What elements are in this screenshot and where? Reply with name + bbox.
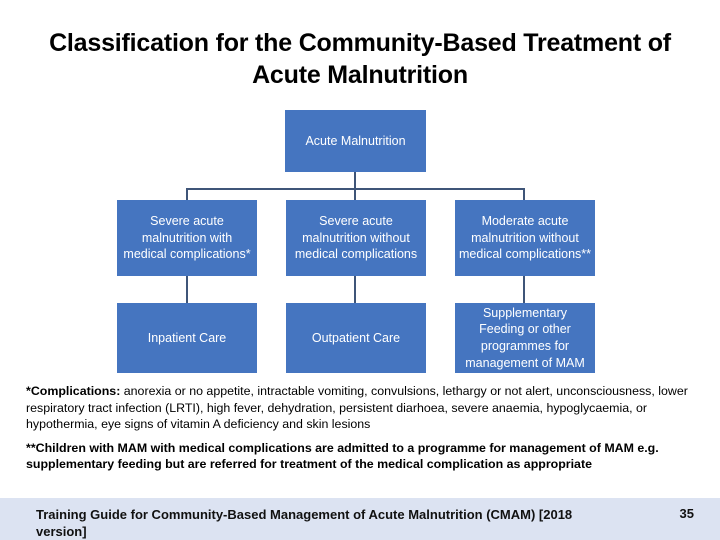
node-acute-malnutrition[interactable]: Acute Malnutrition xyxy=(285,110,426,172)
node-acute-malnutrition-label: Acute Malnutrition xyxy=(305,133,406,148)
node-severe-acute-malnutrition-without-complications[interactable]: Severe acute malnutrition without medica… xyxy=(286,200,426,276)
node-outpatient-care[interactable]: Outpatient Care xyxy=(286,303,426,373)
node-inpatient-care[interactable]: Inpatient Care xyxy=(117,303,257,373)
connector-drop-left xyxy=(186,188,188,200)
slide-footer: Training Guide for Community-Based Manag… xyxy=(0,498,720,540)
connector-root-down xyxy=(354,172,356,189)
connector-drop-right xyxy=(523,188,525,200)
node-moderate-acute-malnutrition-without-complications[interactable]: Moderate acute malnutrition without medi… xyxy=(455,200,595,276)
node-severe-acute-malnutrition-with-complications-label: Severe acute malnutrition with medical c… xyxy=(123,214,251,262)
node-outpatient-care-label: Outpatient Care xyxy=(311,330,401,345)
node-supplementary-feeding[interactable]: Supplementary Feeding or other programme… xyxy=(455,303,595,373)
node-supplementary-feeding-label: Supplementary Feeding or other programme… xyxy=(465,305,585,370)
footnote-mam-lead: **Children with MAM with medical complic… xyxy=(26,440,659,472)
node-moderate-acute-malnutrition-without-complications-label: Moderate acute malnutrition without medi… xyxy=(459,214,592,262)
footnote-mam: **Children with MAM with medical complic… xyxy=(26,440,698,473)
node-severe-acute-malnutrition-with-complications[interactable]: Severe acute malnutrition with medical c… xyxy=(117,200,257,276)
footer-page-number: 35 xyxy=(679,506,694,521)
connector-left-to-inpatient xyxy=(186,276,188,303)
footnotes: *Complications: anorexia or no appetite,… xyxy=(26,383,698,473)
classification-flowchart: Acute Malnutrition Severe acute malnutri… xyxy=(117,110,595,373)
footnote-complications: *Complications: anorexia or no appetite,… xyxy=(26,383,698,433)
page-title: Classification for the Community-Based T… xyxy=(49,29,671,89)
connector-drop-middle xyxy=(354,188,356,200)
footnote-complications-lead: *Complications: xyxy=(26,384,121,398)
node-severe-acute-malnutrition-without-complications-label: Severe acute malnutrition without medica… xyxy=(294,214,418,262)
footnote-complications-body: anorexia or no appetite, intractable vom… xyxy=(26,384,688,432)
connector-right-to-supplementary xyxy=(523,276,525,303)
footer-title: Training Guide for Community-Based Manag… xyxy=(36,507,573,540)
connector-middle-to-outpatient xyxy=(354,276,356,303)
node-inpatient-care-label: Inpatient Care xyxy=(147,330,227,345)
